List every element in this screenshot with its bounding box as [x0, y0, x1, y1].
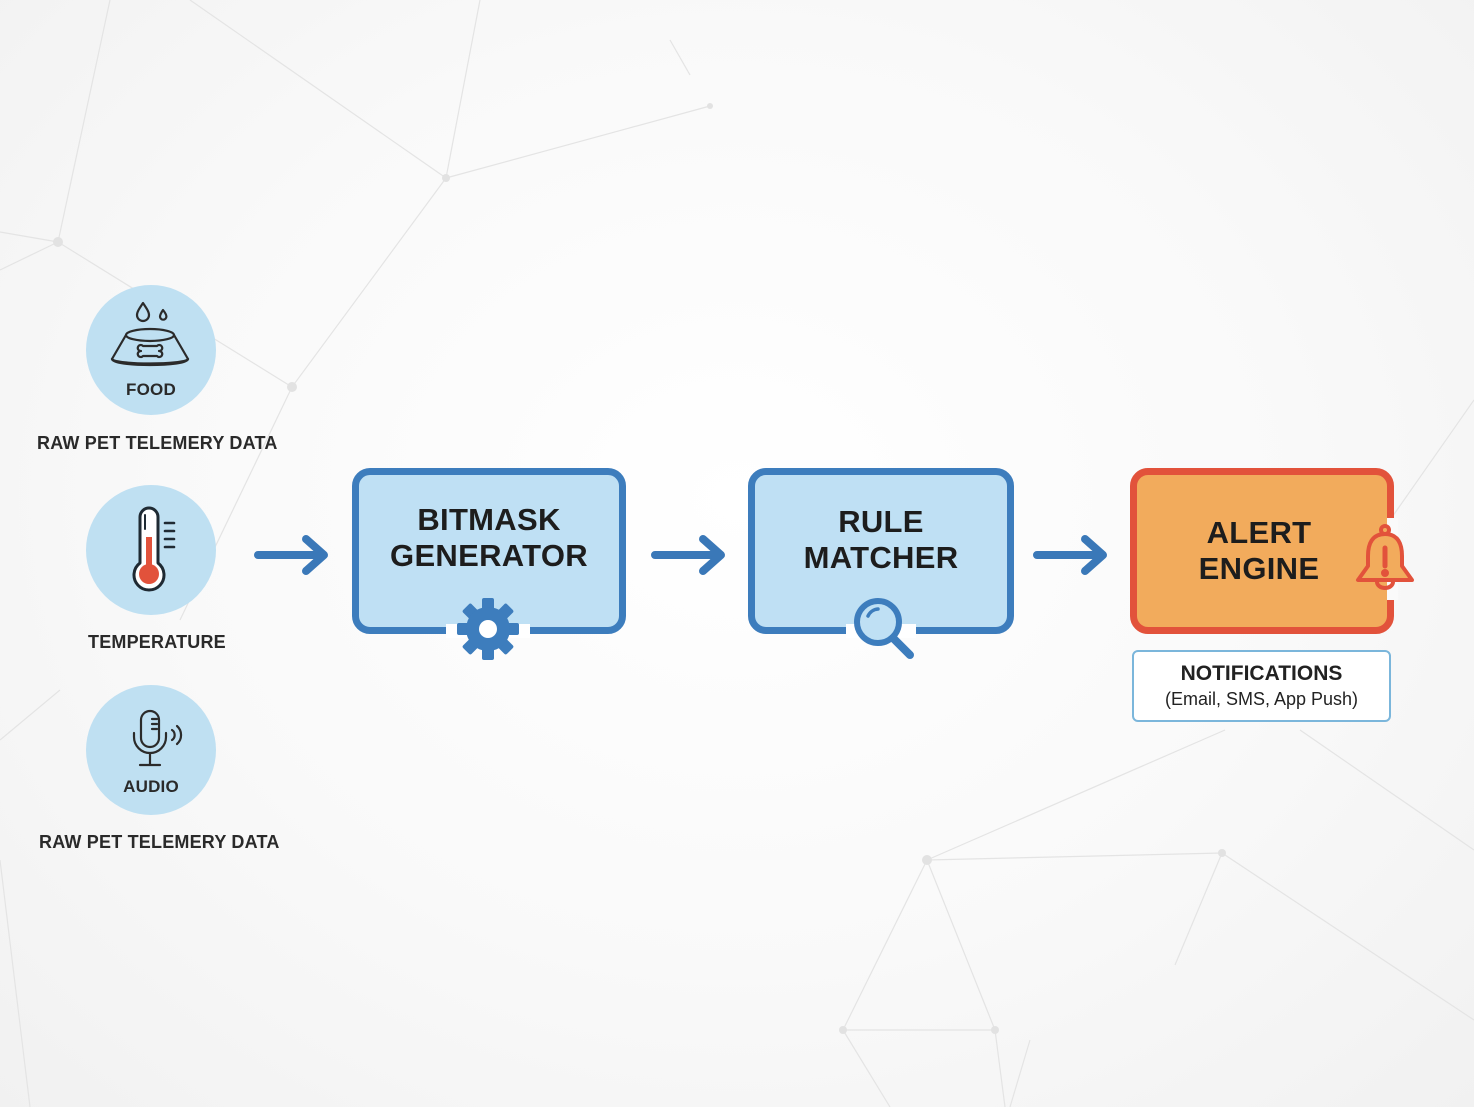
- food-bowl-icon: [110, 301, 190, 367]
- gear-icon: [457, 598, 519, 660]
- stage-bitmask-generator: BITMASK GENERATOR: [352, 468, 626, 634]
- stage-title-line: ALERT: [1206, 515, 1312, 550]
- stage-title: ALERT ENGINE: [1199, 515, 1320, 587]
- source-caption: RAW PET TELEMERY DATA: [39, 832, 280, 852]
- thermometer-icon: [132, 506, 176, 592]
- stage-title-line: RULE: [838, 504, 924, 539]
- source-label: AUDIO: [123, 777, 179, 796]
- notifications-box: NOTIFICATIONS (Email, SMS, App Push): [1132, 650, 1391, 722]
- source-label: FOOD: [126, 380, 176, 399]
- arrow-right-icon: [254, 535, 328, 575]
- stage-title-line: ENGINE: [1198, 551, 1320, 586]
- source-temperature: [86, 485, 216, 615]
- notifications-channels: (Email, SMS, App Push): [1164, 689, 1359, 709]
- stage-title: BITMASK GENERATOR: [390, 502, 588, 574]
- arrow-right-icon: [651, 535, 725, 575]
- source-audio: AUDIO: [86, 685, 216, 815]
- stage-alert-engine: ALERT ENGINE: [1130, 468, 1394, 634]
- stage-title-line: GENERATOR: [390, 538, 588, 573]
- alert-bell-icon: [1356, 524, 1414, 590]
- source-caption: RAW PET TELEMERY DATA: [37, 433, 278, 453]
- stage-title-line: BITMASK: [417, 502, 561, 537]
- microphone-icon: [132, 709, 183, 767]
- source-label: TEMPERATURE: [88, 632, 226, 652]
- notifications-title: NOTIFICATIONS: [1180, 662, 1343, 685]
- stage-title-line: MATCHER: [803, 540, 959, 575]
- source-food: FOOD: [86, 285, 216, 415]
- arrow-right-icon: [1033, 535, 1107, 575]
- stage-title: RULE MATCHER: [804, 504, 959, 576]
- magnifier-icon: [854, 598, 914, 659]
